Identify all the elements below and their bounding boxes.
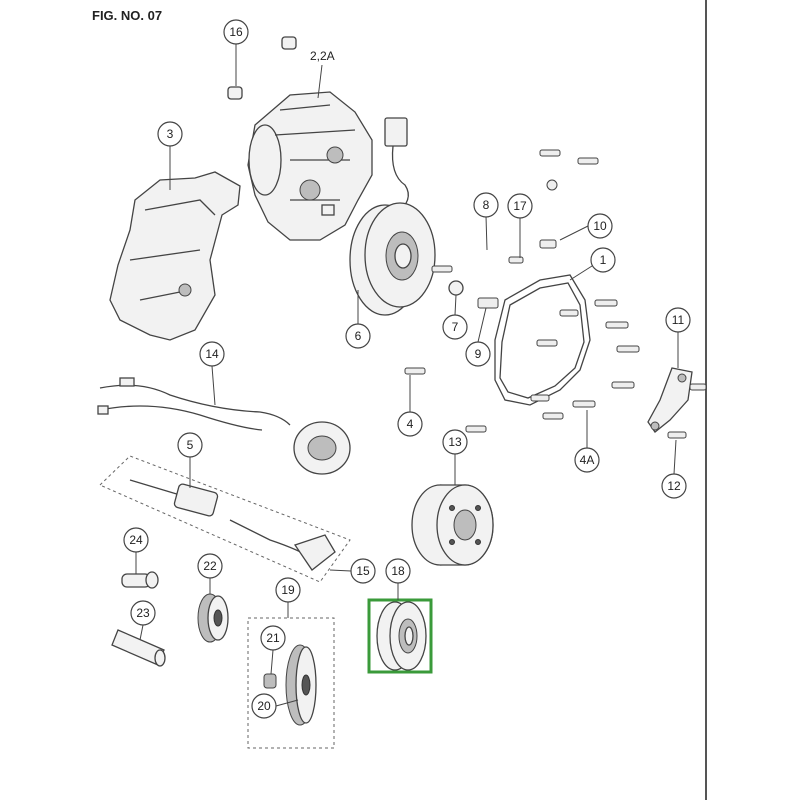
callout-9: 9 bbox=[465, 341, 491, 367]
callout-5-text: 5 bbox=[187, 438, 194, 452]
callout-6: 6 bbox=[345, 323, 371, 349]
callout-8-text: 8 bbox=[483, 198, 490, 212]
part-14-harness bbox=[97, 377, 351, 475]
callout-10-text: 10 bbox=[593, 219, 607, 233]
highlight-box-part-18 bbox=[367, 598, 433, 674]
callout-13: 13 bbox=[442, 429, 468, 455]
part-13-flywheel bbox=[411, 484, 494, 566]
callout-19: 19 bbox=[275, 577, 301, 603]
callout-6-text: 6 bbox=[355, 329, 362, 343]
callout-24: 24 bbox=[123, 527, 149, 553]
callout-23: 23 bbox=[130, 600, 156, 626]
label-housing-2-2a: 2,2A bbox=[310, 49, 335, 63]
callout-10: 10 bbox=[587, 213, 613, 239]
callout-5: 5 bbox=[177, 432, 203, 458]
part-18-starter-clutch bbox=[376, 601, 427, 671]
part-1-gasket bbox=[494, 274, 591, 406]
part-11-bracket bbox=[647, 367, 707, 433]
callout-4: 4 bbox=[397, 411, 423, 437]
callout-18: 18 bbox=[385, 558, 411, 584]
callout-3: 3 bbox=[157, 121, 183, 147]
bolts-group-top bbox=[431, 149, 599, 309]
leader-lines bbox=[135, 44, 679, 707]
callout-8: 8 bbox=[473, 192, 499, 218]
page-border bbox=[705, 0, 707, 800]
part-6-stator bbox=[349, 202, 436, 316]
part-5-ignition-coil bbox=[99, 455, 351, 583]
callout-20: 20 bbox=[251, 693, 277, 719]
callout-13-text: 13 bbox=[448, 435, 462, 449]
callout-14: 14 bbox=[199, 341, 225, 367]
part-22-gear bbox=[197, 593, 229, 643]
callout-7: 7 bbox=[442, 314, 468, 340]
housing-connector bbox=[384, 117, 409, 216]
callout-19-text: 19 bbox=[281, 583, 295, 597]
callout-22: 22 bbox=[197, 553, 223, 579]
callout-3-text: 3 bbox=[167, 127, 174, 141]
callout-1-text: 1 bbox=[600, 253, 607, 267]
callout-24-text: 24 bbox=[129, 533, 143, 547]
callout-4-text: 4 bbox=[407, 417, 414, 431]
bolts-group-gasket bbox=[404, 299, 687, 439]
callout-16-text: 16 bbox=[229, 25, 243, 39]
callout-21: 21 bbox=[260, 625, 286, 651]
callout-23-text: 23 bbox=[136, 606, 150, 620]
callout-9-text: 9 bbox=[475, 347, 482, 361]
callout-11-text: 11 bbox=[672, 313, 685, 327]
part-24-pin bbox=[121, 571, 159, 589]
callout-16: 16 bbox=[223, 19, 249, 45]
callout-7-text: 7 bbox=[452, 320, 459, 334]
callout-21-text: 21 bbox=[266, 631, 280, 645]
part-16-bushings bbox=[227, 36, 297, 100]
callout-12-text: 12 bbox=[667, 479, 681, 493]
part-2-housing bbox=[247, 91, 373, 241]
callout-12: 12 bbox=[661, 473, 687, 499]
figure-title: FIG. NO. 07 bbox=[92, 8, 163, 23]
callout-14-text: 14 bbox=[205, 347, 219, 361]
callout-17: 17 bbox=[507, 193, 533, 219]
callout-20-text: 20 bbox=[257, 699, 271, 713]
callout-4a-text: 4A bbox=[580, 453, 595, 467]
callout-1: 1 bbox=[590, 247, 616, 273]
callout-17-text: 17 bbox=[513, 199, 527, 213]
part-19-gear-assembly bbox=[247, 617, 335, 749]
part-23-shaft bbox=[111, 629, 166, 667]
part-3-cover bbox=[109, 171, 241, 341]
callout-11: 11 bbox=[665, 307, 691, 333]
callout-4a: 4A bbox=[574, 447, 600, 473]
callout-22-text: 22 bbox=[203, 559, 217, 573]
callout-15: 15 bbox=[350, 558, 376, 584]
callout-15-text: 15 bbox=[356, 564, 370, 578]
callout-18-text: 18 bbox=[391, 564, 405, 578]
